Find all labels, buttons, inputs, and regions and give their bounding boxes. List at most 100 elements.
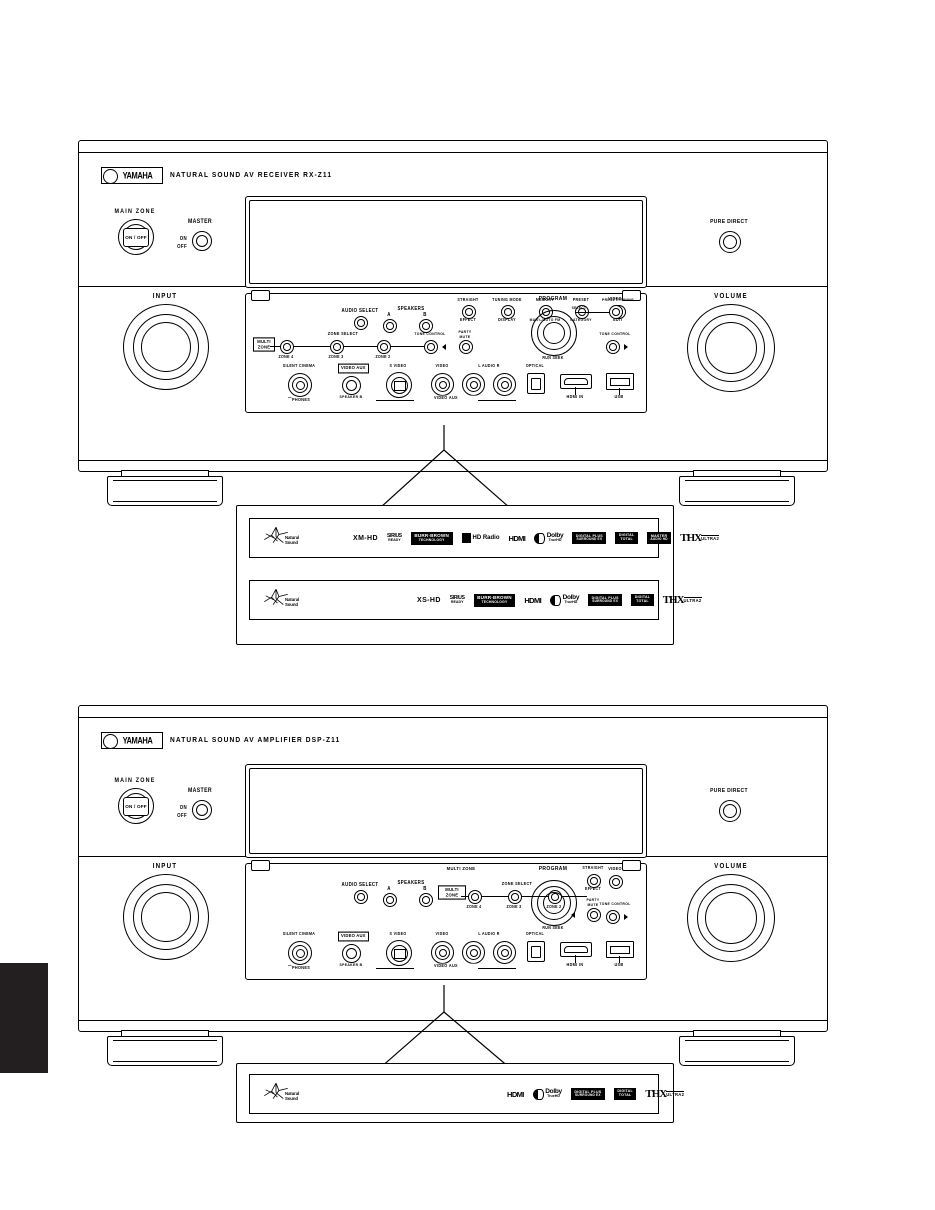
power-button-cap: ON / OFF — [123, 227, 149, 247]
master-power-switch[interactable] — [192, 231, 212, 251]
logo-list-2: XS-HD SIRIUS READY BURR-BROWN TECHNOLOGY… — [417, 593, 702, 607]
zone3-button-2[interactable] — [508, 890, 522, 904]
pure-direct-button-2[interactable] — [719, 800, 741, 822]
panel-latch-left[interactable] — [251, 290, 270, 301]
audio-select-button[interactable] — [354, 316, 368, 330]
preset-tuning-label: PRESET/TUNING — [601, 297, 635, 303]
unit2-top-lip — [79, 706, 827, 718]
zone4-label: ZONE 4 — [278, 354, 294, 360]
volume-knob[interactable] — [687, 304, 775, 392]
phones-jack-2[interactable] — [288, 941, 312, 965]
silent-cinema-label: SILENT CINEMA — [282, 363, 316, 369]
logo-hdmi-3: HDMI — [507, 1089, 524, 1099]
natural-sound-text-3: Natural Sound — [285, 1091, 300, 1101]
video-aux-box-text: VIDEO AUX — [341, 364, 366, 371]
hdmi-in-label: HDMI IN — [566, 394, 584, 400]
fl-display-window-2 — [245, 764, 647, 858]
video-button[interactable] — [609, 305, 623, 319]
straight-label-2: STRAIGHT — [582, 865, 604, 871]
multi-zone-box-label: MULTI ZONE — [253, 337, 275, 352]
display-label: DISPLAY — [498, 317, 516, 323]
panel-latch-right-2[interactable] — [622, 860, 641, 871]
audio-select-label-2: AUDIO SELECT — [341, 881, 379, 888]
speaker-a-button[interactable] — [383, 319, 397, 333]
input-selector-knob-2[interactable] — [123, 874, 209, 960]
volume-knob-2[interactable] — [687, 874, 775, 962]
callout-pointer-2 — [379, 985, 511, 1069]
program-knob[interactable] — [531, 310, 577, 356]
speaker-b-button[interactable] — [419, 319, 433, 333]
audio-select-label: AUDIO SELECT — [341, 307, 379, 314]
model-name-label-2: NATURAL SOUND AV AMPLIFIER DSP-Z11 — [170, 736, 341, 745]
panel-latch-right[interactable] — [622, 290, 641, 301]
hdmi-in-port-2[interactable] — [560, 942, 592, 957]
straight-button-2[interactable] — [587, 874, 601, 888]
logo-strip-2: Natural Sound XS-HD SIRIUS READY BURR-BR… — [249, 580, 702, 620]
effect-label-2: EFFECT — [584, 886, 602, 892]
speaker-b-select-knob[interactable] — [342, 376, 361, 395]
zone3-label-2: ZONE 3 — [506, 904, 522, 910]
party-mute-button[interactable] — [459, 340, 473, 354]
foot-cap-left-1 — [121, 470, 209, 477]
input-selector-knob[interactable] — [123, 304, 209, 390]
speaker-a-button-2[interactable] — [383, 893, 397, 907]
mute-label: MUTE — [459, 334, 471, 340]
video-button-label: VIDEO — [608, 296, 622, 302]
logo-dts-digital-3: DIGITAL TOTAL — [613, 1087, 637, 1101]
audio-left-jack-2[interactable] — [462, 941, 485, 964]
zone2-button[interactable] — [377, 340, 391, 354]
hdmi-in-port[interactable] — [560, 374, 592, 389]
audio-left-jack[interactable] — [462, 373, 485, 396]
speakers-label-2: SPEAKERS — [397, 879, 425, 886]
foot-right-1 — [679, 476, 795, 506]
tuning-mode-label: TUNING MODE — [492, 297, 522, 303]
multi-zone-box-label-2: MULTI ZONE — [438, 885, 466, 900]
video-jack[interactable] — [431, 373, 454, 396]
speaker-b-select-knob-2[interactable] — [342, 944, 361, 963]
fl-display-window — [245, 196, 647, 288]
master-label: MASTER — [187, 218, 212, 226]
video-button-2[interactable] — [609, 875, 623, 889]
audio-right-jack-2[interactable] — [493, 941, 516, 964]
panel-latch-left-2[interactable] — [251, 860, 270, 871]
program-knob-2[interactable] — [531, 880, 577, 926]
optical-jack-2[interactable] — [527, 941, 545, 962]
usb-port[interactable] — [606, 373, 634, 390]
straight-button[interactable] — [462, 305, 476, 319]
logo-hdmi: HDMI — [508, 533, 526, 543]
logo-dolby-truehd: Dolby TrueHD — [534, 532, 564, 544]
input-knob-label-2: INPUT — [152, 862, 178, 871]
silent-cinema-label-2: SILENT CINEMA — [282, 931, 316, 937]
logo-dolby-truehd-2: Dolby TrueHD — [550, 594, 579, 606]
zone3-button[interactable] — [330, 340, 344, 354]
party-mute-button-2[interactable] — [587, 908, 601, 922]
speaker-a-label-2: A — [387, 885, 391, 892]
s-video-jack-2[interactable] — [386, 940, 412, 966]
pure-direct-button[interactable] — [719, 231, 741, 253]
audio-select-button-2[interactable] — [354, 890, 368, 904]
foot-cap-right-2 — [693, 1030, 781, 1037]
zone4-button-2[interactable] — [468, 890, 482, 904]
tone-control-button-2[interactable] — [606, 910, 620, 924]
logo-hd-radio: HD Radio — [461, 533, 500, 543]
speaker-b-button-2[interactable] — [419, 893, 433, 907]
optical-jack[interactable] — [527, 373, 545, 394]
tuning-mode-button[interactable] — [501, 305, 515, 319]
zone4-button[interactable] — [280, 340, 294, 354]
main-zone-power-button-2[interactable]: ON / OFF — [118, 788, 154, 824]
master-power-switch-2[interactable] — [192, 800, 212, 820]
tone-right-arrow-icon — [624, 344, 628, 350]
master-on-label-2: ON — [179, 804, 187, 811]
zone2-label: ZONE 2 — [375, 354, 391, 360]
phones-jack[interactable] — [288, 373, 312, 397]
tone-control-row-button[interactable] — [424, 340, 438, 354]
video-jack-2[interactable] — [431, 941, 454, 964]
usb-port-2[interactable] — [606, 941, 634, 958]
s-video-jack[interactable] — [386, 372, 412, 398]
phones-text: PHONES — [292, 397, 311, 403]
logo-sirius: SIRIUS READY — [386, 532, 402, 542]
tone-control-button[interactable] — [606, 340, 620, 354]
audio-right-jack[interactable] — [493, 373, 516, 396]
optical-label: OPTICAL — [525, 363, 545, 369]
main-zone-power-button[interactable]: ON / OFF — [118, 219, 154, 255]
